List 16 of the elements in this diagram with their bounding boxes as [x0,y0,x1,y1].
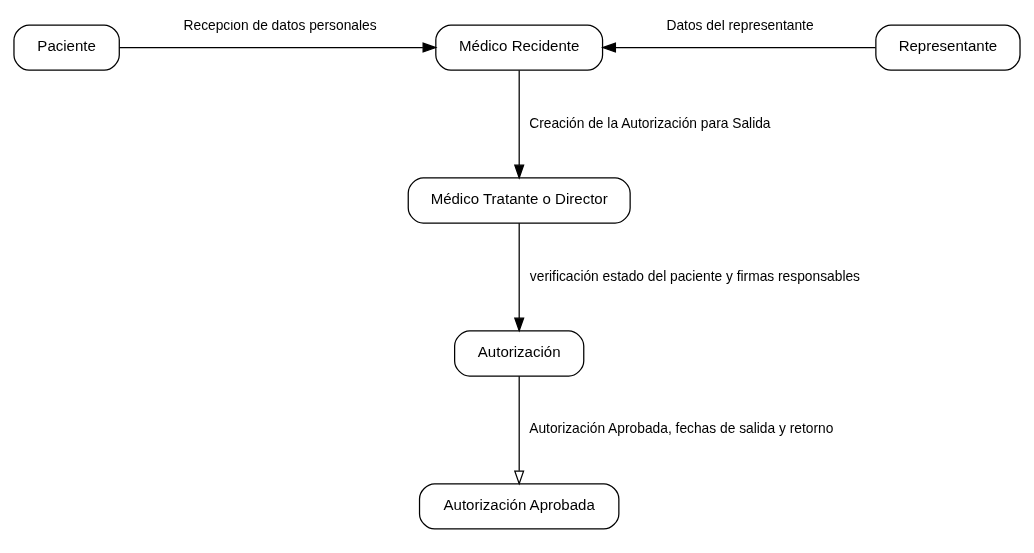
node-box: Representante [875,23,1021,71]
edge-label: Recepcion de datos personales [183,17,377,33]
arrow [601,41,877,53]
arrow [513,69,525,180]
arrow [118,41,438,53]
node-box: Médico Tratante o Director [407,176,631,224]
edge-label: Datos del representante [666,17,814,33]
edge-label: verificación estado del paciente y firmas responsables [529,268,861,284]
node-box: Autorización [454,329,585,377]
arrow [513,222,525,333]
edge-label: Creación de la Autorización para Salida [529,115,771,131]
edge-label: Autorización Aprobada, fechas de salida y retorno [529,420,834,436]
node-box: Autorización Aprobada [418,482,620,530]
arrow [513,375,525,486]
node-box: Médico Recidente [435,23,604,71]
node-box: Paciente [13,23,120,71]
